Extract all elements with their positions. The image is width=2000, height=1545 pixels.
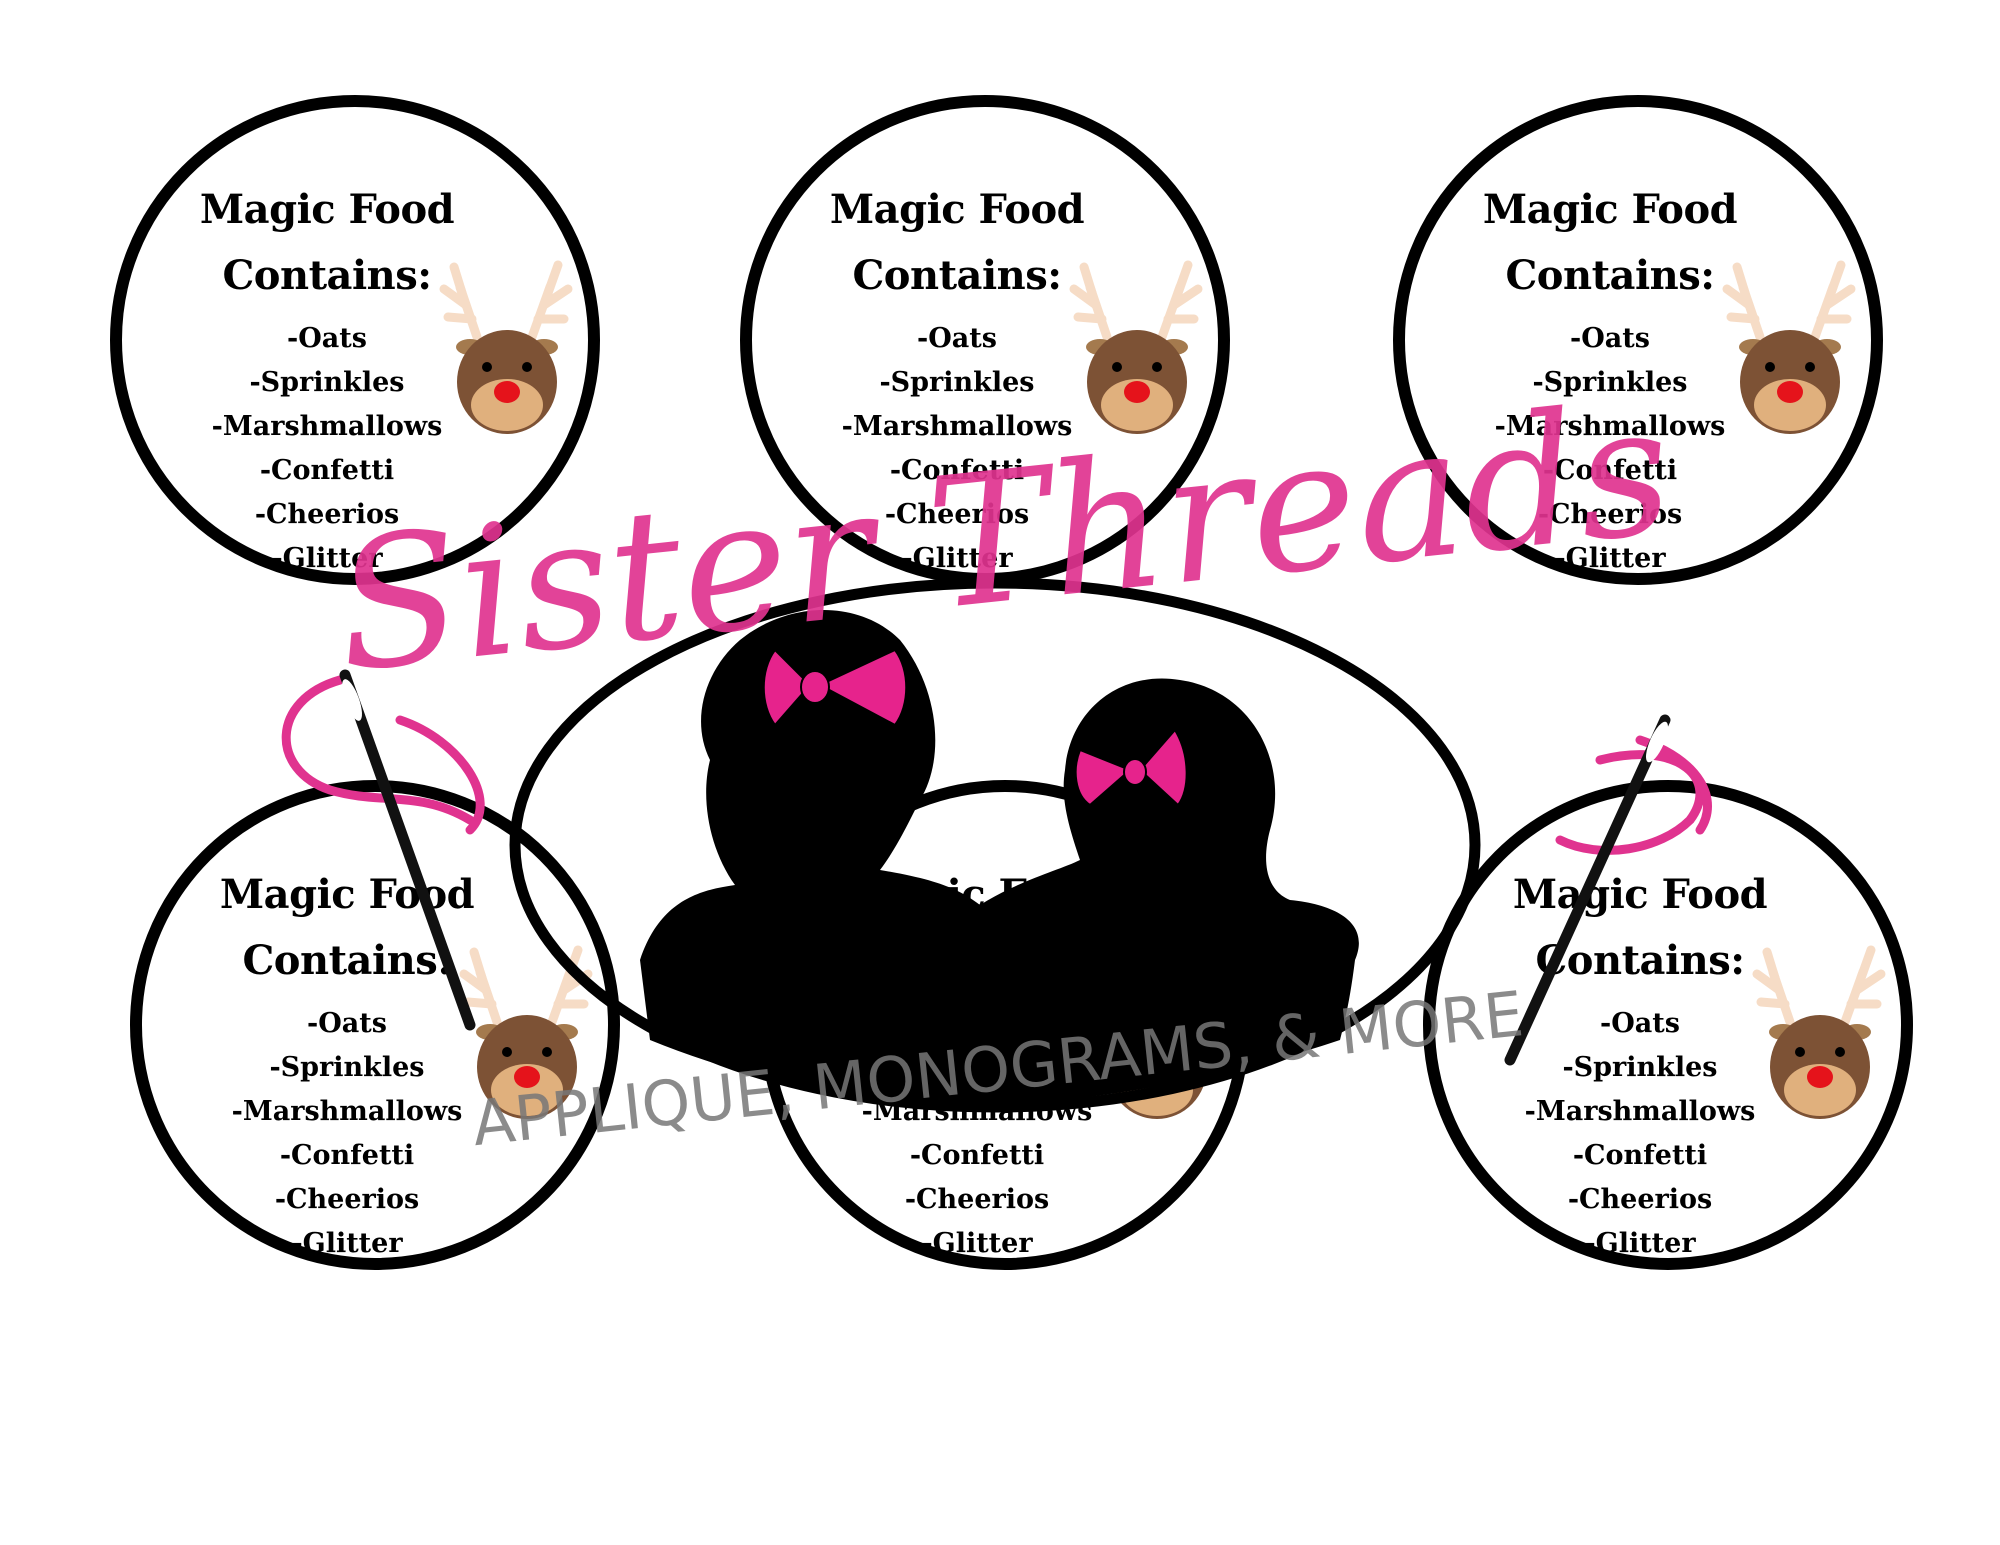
pink-bow-icon bbox=[1074, 728, 1188, 807]
reindeer-icon bbox=[439, 260, 573, 434]
label-title-line2: Contains: bbox=[242, 937, 452, 984]
label-title-line1: Magic Food bbox=[1482, 186, 1738, 233]
ingredient-item: -Sprinkles bbox=[879, 367, 1035, 398]
magic-food-label: Magic Food Contains: -Oats -Sprinkles -M… bbox=[130, 780, 620, 1270]
ingredient-item: -Glitter bbox=[271, 543, 383, 574]
ingredient-item: -Cheerios bbox=[1567, 1184, 1713, 1215]
ingredient-item: -Glitter bbox=[291, 1228, 403, 1259]
ingredient-item: -Confetti bbox=[889, 455, 1025, 486]
ingredient-item: -Marshmallows bbox=[861, 1096, 1093, 1127]
ingredient-item: -Glitter bbox=[1584, 1228, 1696, 1259]
label-title-line1: Magic Food bbox=[219, 871, 475, 918]
reindeer-icon bbox=[1722, 260, 1856, 434]
label-text-block: Magic Food Contains: -Oats -Sprinkles -M… bbox=[842, 862, 1112, 1266]
ingredient-item: -Cheerios bbox=[254, 499, 400, 530]
label-title-line1: Magic Food bbox=[1512, 871, 1768, 918]
ingredient-item: -Glitter bbox=[1554, 543, 1666, 574]
ingredient-item: -Marshmallows bbox=[841, 411, 1073, 442]
ingredient-item: -Oats bbox=[937, 1008, 1017, 1039]
ingredient-item: -Confetti bbox=[909, 1140, 1045, 1171]
ingredient-item: -Oats bbox=[287, 323, 367, 354]
label-title-line2: Contains: bbox=[872, 937, 1082, 984]
ingredient-item: -Confetti bbox=[1572, 1140, 1708, 1171]
label-text-block: Magic Food Contains: -Oats -Sprinkles -M… bbox=[212, 862, 482, 1266]
magic-food-label: Magic Food Contains: -Oats -Sprinkles -M… bbox=[110, 95, 600, 585]
ingredient-item: -Sprinkles bbox=[1562, 1052, 1718, 1083]
reindeer-icon bbox=[1069, 260, 1203, 434]
label-title-line2: Contains: bbox=[1505, 252, 1715, 299]
label-text-block: Magic Food Contains: -Oats -Sprinkles -M… bbox=[822, 177, 1092, 581]
label-text-block: Magic Food Contains: -Oats -Sprinkles -M… bbox=[1475, 177, 1745, 581]
ingredient-item: -Marshmallows bbox=[1524, 1096, 1756, 1127]
label-title-line1: Magic Food bbox=[199, 186, 455, 233]
label-title-line1: Magic Food bbox=[829, 186, 1085, 233]
ingredient-item: -Confetti bbox=[1542, 455, 1678, 486]
ingredient-item: -Cheerios bbox=[884, 499, 1030, 530]
ingredient-item: -Marshmallows bbox=[1494, 411, 1726, 442]
reindeer-icon bbox=[1752, 945, 1886, 1119]
magic-food-label: Magic Food Contains: -Oats -Sprinkles -M… bbox=[740, 95, 1230, 585]
ingredient-item: -Oats bbox=[1570, 323, 1650, 354]
reindeer-icon bbox=[1089, 945, 1223, 1119]
pink-bow-icon bbox=[762, 648, 908, 727]
label-title-line2: Contains: bbox=[1535, 937, 1745, 984]
ingredient-item: -Glitter bbox=[901, 543, 1013, 574]
ingredient-item: -Sprinkles bbox=[269, 1052, 425, 1083]
ingredient-item: -Marshmallows bbox=[211, 411, 443, 442]
label-title-line1: Magic Food bbox=[849, 871, 1105, 918]
ingredient-item: -Sprinkles bbox=[249, 367, 405, 398]
ingredient-item: -Confetti bbox=[279, 1140, 415, 1171]
label-title-line2: Contains: bbox=[222, 252, 432, 299]
ingredient-item: -Oats bbox=[307, 1008, 387, 1039]
label-text-block: Magic Food Contains: -Oats -Sprinkles -M… bbox=[192, 177, 462, 581]
ingredient-item: -Confetti bbox=[259, 455, 395, 486]
reindeer-icon bbox=[459, 945, 593, 1119]
ingredient-item: -Cheerios bbox=[274, 1184, 420, 1215]
ingredient-item: -Cheerios bbox=[1537, 499, 1683, 530]
ingredient-item: -Oats bbox=[1600, 1008, 1680, 1039]
magic-food-label: Magic Food Contains: -Oats -Sprinkles -M… bbox=[1423, 780, 1913, 1270]
ingredient-item: -Oats bbox=[917, 323, 997, 354]
ingredient-item: -Sprinkles bbox=[1532, 367, 1688, 398]
ingredient-item: -Glitter bbox=[921, 1228, 1033, 1259]
magic-food-label: Magic Food Contains: -Oats -Sprinkles -M… bbox=[760, 780, 1250, 1270]
label-title-line2: Contains: bbox=[852, 252, 1062, 299]
ingredient-item: -Cheerios bbox=[904, 1184, 1050, 1215]
magic-food-label: Magic Food Contains: -Oats -Sprinkles -M… bbox=[1393, 95, 1883, 585]
ingredient-item: -Sprinkles bbox=[899, 1052, 1055, 1083]
ingredient-item: -Marshmallows bbox=[231, 1096, 463, 1127]
label-text-block: Magic Food Contains: -Oats -Sprinkles -M… bbox=[1505, 862, 1775, 1266]
